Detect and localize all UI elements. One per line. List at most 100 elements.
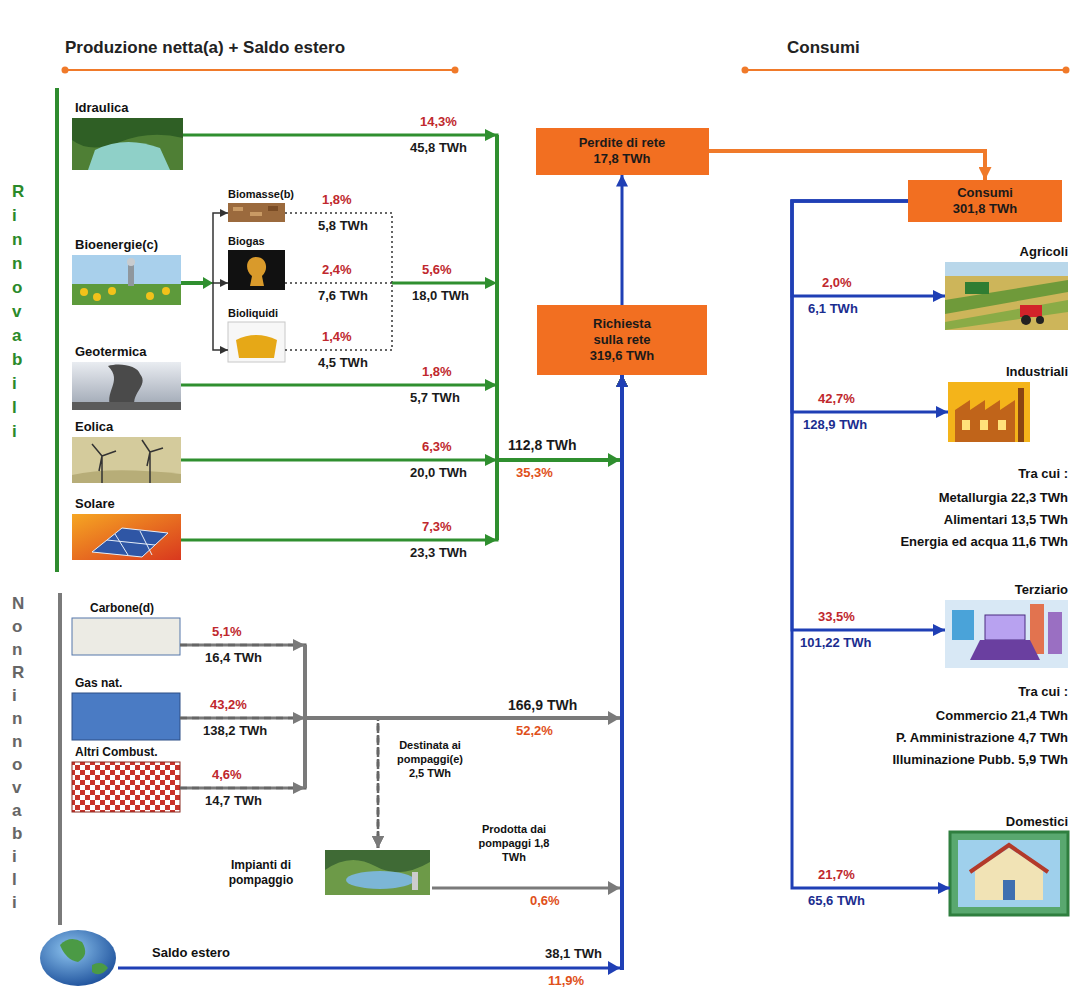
rule-dot	[742, 67, 749, 74]
home-picture	[950, 832, 1068, 915]
text-holder: Consumi	[957, 185, 1013, 201]
laptop-keyboard	[970, 640, 1040, 660]
label-holder: 101,22 TWh	[800, 635, 872, 651]
flow-arrow	[180, 375, 622, 718]
label-holder: Tra cui :	[1018, 466, 1068, 482]
globe-land	[60, 939, 85, 962]
tile-heading: Bioliquidi	[228, 307, 278, 320]
wood-chip	[250, 212, 262, 216]
rule-dot	[452, 67, 459, 74]
arrow-head	[608, 881, 620, 895]
label-holder: 128,9 TWh	[803, 417, 867, 433]
flow-label: 5,7 TWh	[410, 390, 460, 406]
flow-label: 4,5 TWh	[318, 355, 368, 371]
arrow-head	[293, 712, 305, 724]
wind-turbine	[92, 444, 116, 483]
house	[975, 848, 1043, 900]
share-value: 2,4%	[322, 262, 352, 278]
label-holder: Rinnovabili	[12, 180, 32, 444]
label-holder: 138,2 TWh	[203, 723, 267, 739]
label-holder: Commercio 21,4 TWh	[936, 708, 1068, 724]
laptop-screen	[985, 615, 1025, 640]
breakdown-item: Alimentari 13,5 TWh	[944, 512, 1068, 528]
tractor-wheel	[1036, 316, 1044, 324]
label-holder: 7,3%	[422, 519, 452, 535]
breakdown-item: Metallurgia 22,3 TWh	[939, 490, 1068, 506]
flow-label: 16,4 TWh	[205, 650, 262, 666]
share-value: 1,4%	[322, 329, 352, 345]
industry-picture	[948, 382, 1030, 442]
share-value: 7,3%	[422, 519, 452, 535]
box-text: Perdite di rete	[579, 135, 666, 151]
label-holder: 20,0 TWh	[410, 465, 467, 481]
header-rule	[745, 69, 1066, 71]
flow-arrow	[180, 645, 378, 848]
text-holder: Domestici	[1006, 814, 1068, 830]
flow-label: 38,1 TWh	[545, 946, 602, 962]
harvester	[965, 282, 989, 294]
label-holder: 4,6%	[212, 767, 242, 783]
tile-heading: Biogas	[228, 235, 265, 248]
arrow-head	[608, 961, 620, 975]
bioliquid-oil	[236, 335, 277, 358]
text-holder: Saldo estero	[152, 945, 230, 961]
tractor	[1020, 305, 1042, 317]
tile-heading: Saldo estero	[152, 945, 230, 961]
label-holder: Illuminazione Pubb. 5,9 TWh	[892, 752, 1068, 768]
text-holder: 319,6 TWh	[590, 348, 654, 364]
group-bar	[55, 88, 59, 572]
arrow-head	[608, 711, 620, 725]
tile-heading: Biomasse(b)	[228, 188, 294, 201]
arrow-head	[485, 129, 497, 141]
flow-arrow	[181, 213, 228, 283]
sub-source-tile: Biomasse(b)	[228, 203, 285, 222]
flow-arrow	[180, 375, 622, 718]
label-holder: 38,1 TWh	[545, 946, 602, 962]
label-holder: 1,8%	[322, 192, 352, 208]
flow-box: Perdite di rete17,8 TWh	[536, 128, 709, 175]
flow-label: 101,22 TWh	[800, 635, 872, 651]
flow-box: Consumi301,8 TWh	[908, 180, 1062, 222]
house-door	[1003, 880, 1015, 900]
share-value: 21,7%	[818, 867, 855, 883]
box-text: 301,8 TWh	[953, 201, 1017, 217]
biogas-flame	[247, 257, 266, 286]
breakdown-heading: Tra cui :	[1018, 466, 1068, 482]
sunflower	[162, 287, 170, 295]
breakdown-item: P. Amministrazione 4,7 TWh	[896, 730, 1068, 746]
label-holder: 16,4 TWh	[205, 650, 262, 666]
section-heading: Consumi	[787, 38, 860, 58]
label-holder: 5,6%	[422, 262, 452, 278]
source-tile: Geotermica	[72, 362, 181, 410]
factory-window	[962, 420, 970, 430]
share-value: 14,3%	[420, 114, 457, 130]
flow-arrow	[432, 375, 622, 888]
label-holder: 166,9 TWh	[508, 697, 577, 714]
wood-chip	[268, 206, 278, 211]
label-holder: 4,5 TWh	[318, 355, 368, 371]
label-holder: 5,7 TWh	[410, 390, 460, 406]
sector-tile: Agricoli	[945, 262, 1068, 330]
solar-grid	[107, 531, 155, 555]
share-value: 1,8%	[422, 364, 452, 380]
green-trunk	[181, 281, 205, 285]
share-value: 6,3%	[422, 439, 452, 455]
label-holder: 1,8%	[422, 364, 452, 380]
flow-label: 45,8 TWh	[410, 140, 467, 156]
share-total: 11,9%	[548, 973, 584, 989]
tile-heading: Eolica	[75, 419, 113, 435]
source-tile: Eolica	[72, 437, 181, 483]
green-trunk	[392, 282, 490, 285]
flow-arrow	[792, 201, 945, 630]
text-holder: Impianti di pompaggio	[205, 848, 317, 897]
globe-icon	[40, 930, 116, 986]
tile-heading: Idraulica	[75, 100, 128, 116]
source-tile: Solare	[72, 514, 181, 560]
label-holder: 52,2%	[516, 723, 553, 739]
label-holder: 65,6 TWh	[808, 893, 865, 909]
arrow-head	[485, 379, 497, 391]
pumping-plant: Impianti di pompaggio	[205, 848, 432, 897]
farm-sky	[945, 262, 1068, 276]
share-total: 0,6%	[530, 893, 560, 909]
